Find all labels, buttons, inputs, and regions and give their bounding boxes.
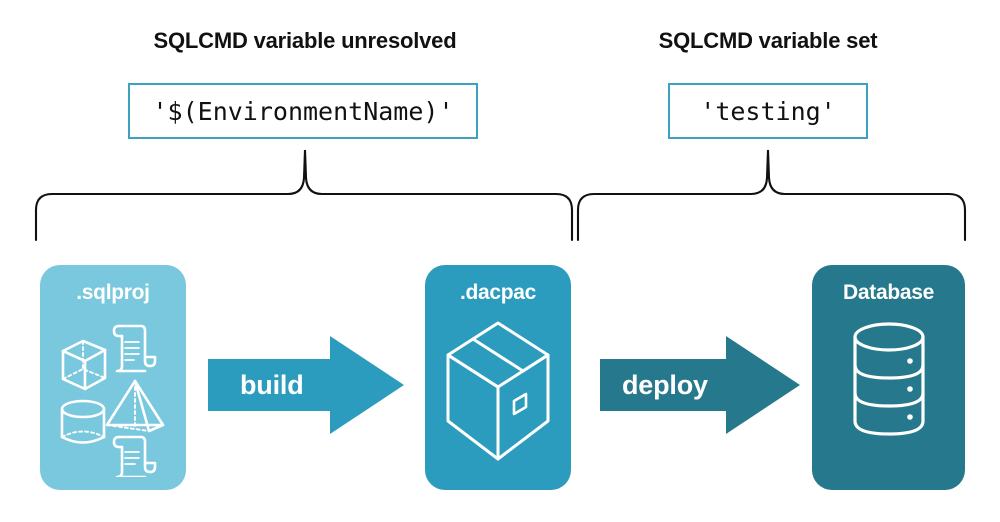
artifact-card-title-sqlproj: .sqlproj — [76, 281, 150, 304]
sqlproj-icon-cluster — [40, 317, 186, 487]
package-box-icon — [446, 321, 550, 461]
arrow-build: build — [208, 336, 404, 434]
dacpac-icon-wrap — [425, 317, 571, 487]
scroll-icon — [112, 324, 157, 373]
database-cylinder-icon — [852, 322, 925, 436]
section-heading-variable-set: SQLCMD variable set — [658, 28, 878, 53]
value-box-variable-set: 'testing' — [668, 83, 868, 139]
cylinder-icon — [60, 399, 106, 444]
artifact-card-dacpac: .dacpac — [425, 265, 571, 490]
brace-group — [34, 149, 967, 242]
arrow-build-shape — [208, 336, 404, 434]
curly-brace-right — [576, 149, 967, 242]
scroll-icon — [112, 435, 157, 477]
value-text-unresolved: '$(EnvironmentName)' — [152, 96, 454, 126]
value-box-unresolved: '$(EnvironmentName)' — [128, 83, 478, 139]
curly-brace-left — [34, 149, 574, 242]
value-text-variable-set: 'testing' — [700, 96, 836, 126]
artifact-card-title-dacpac: .dacpac — [459, 281, 537, 304]
database-icon-wrap — [812, 317, 965, 487]
artifact-card-sqlproj: .sqlproj — [40, 265, 186, 490]
cube-icon — [61, 339, 107, 391]
artifact-card-database: Database — [812, 265, 965, 490]
artifact-card-title-database: Database — [843, 281, 934, 304]
arrow-deploy: deploy — [600, 336, 800, 434]
pyramid-icon — [105, 379, 165, 433]
arrow-deploy-shape — [600, 336, 800, 434]
section-heading-unresolved: SQLCMD variable unresolved — [153, 28, 457, 53]
